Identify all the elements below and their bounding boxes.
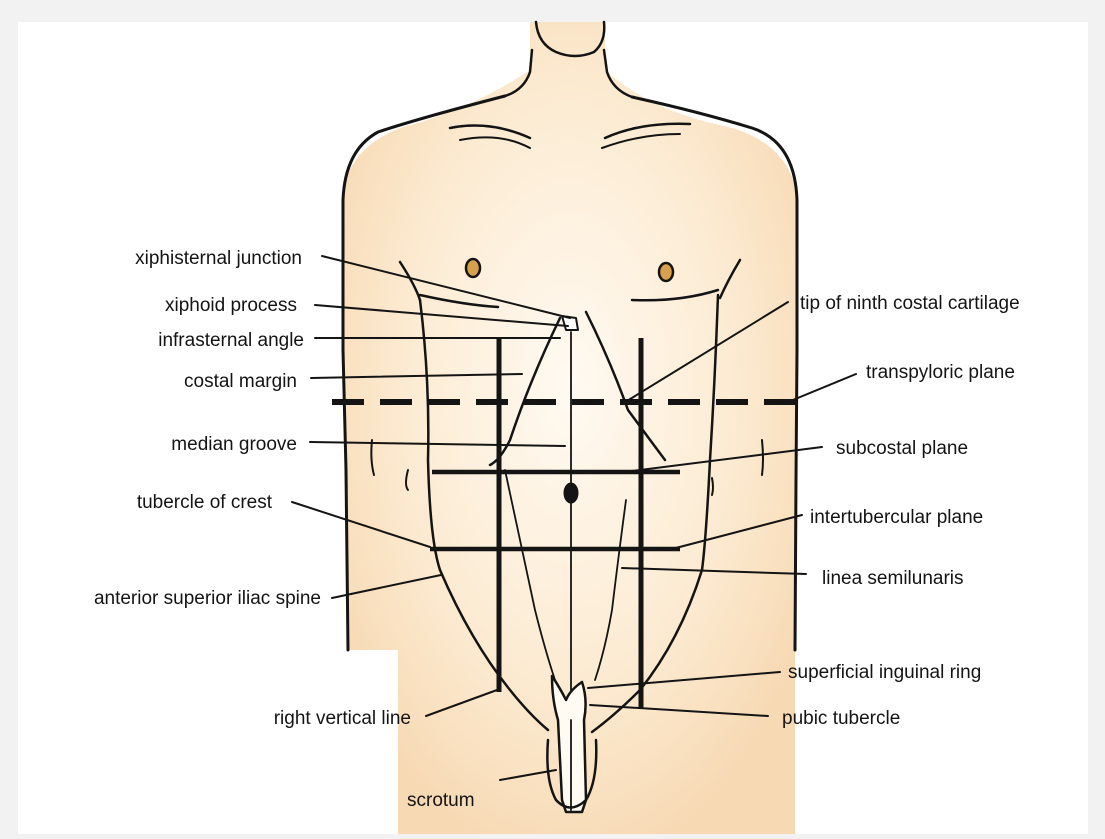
label-superficial-inguinal-ring: superficial inguinal ring	[788, 662, 981, 683]
right-flank-line	[762, 440, 763, 475]
label-tip-of-ninth-costal-cartilage: tip of ninth costal cartilage	[800, 293, 1020, 314]
label-subcostal-plane: subcostal plane	[836, 438, 968, 459]
label-infrasternal-angle: infrasternal angle	[158, 330, 304, 351]
right-nipple	[659, 263, 673, 281]
label-tubercle-of-crest: tubercle of crest	[137, 492, 273, 513]
label-pubic-tubercle: pubic tubercle	[782, 708, 900, 729]
label-scrotum: scrotum	[407, 790, 475, 811]
label-linea-semilunaris: linea semilunaris	[822, 568, 964, 589]
label-anterior-superior-iliac-spine: anterior superior iliac spine	[94, 588, 321, 609]
label-xiphisternal-junction: xiphisternal junction	[135, 248, 302, 269]
left-nipple	[466, 259, 480, 277]
label-xiphoid-process: xiphoid process	[165, 295, 297, 316]
label-intertubercular-plane: intertubercular plane	[810, 507, 983, 528]
label-transpyloric-plane: transpyloric plane	[866, 362, 1015, 383]
label-median-groove: median groove	[171, 434, 297, 455]
umbilicus	[564, 483, 578, 503]
right-flank-line-2	[712, 478, 713, 495]
label-right-vertical-line: right vertical line	[274, 708, 411, 729]
label-costal-margin: costal margin	[184, 371, 297, 392]
